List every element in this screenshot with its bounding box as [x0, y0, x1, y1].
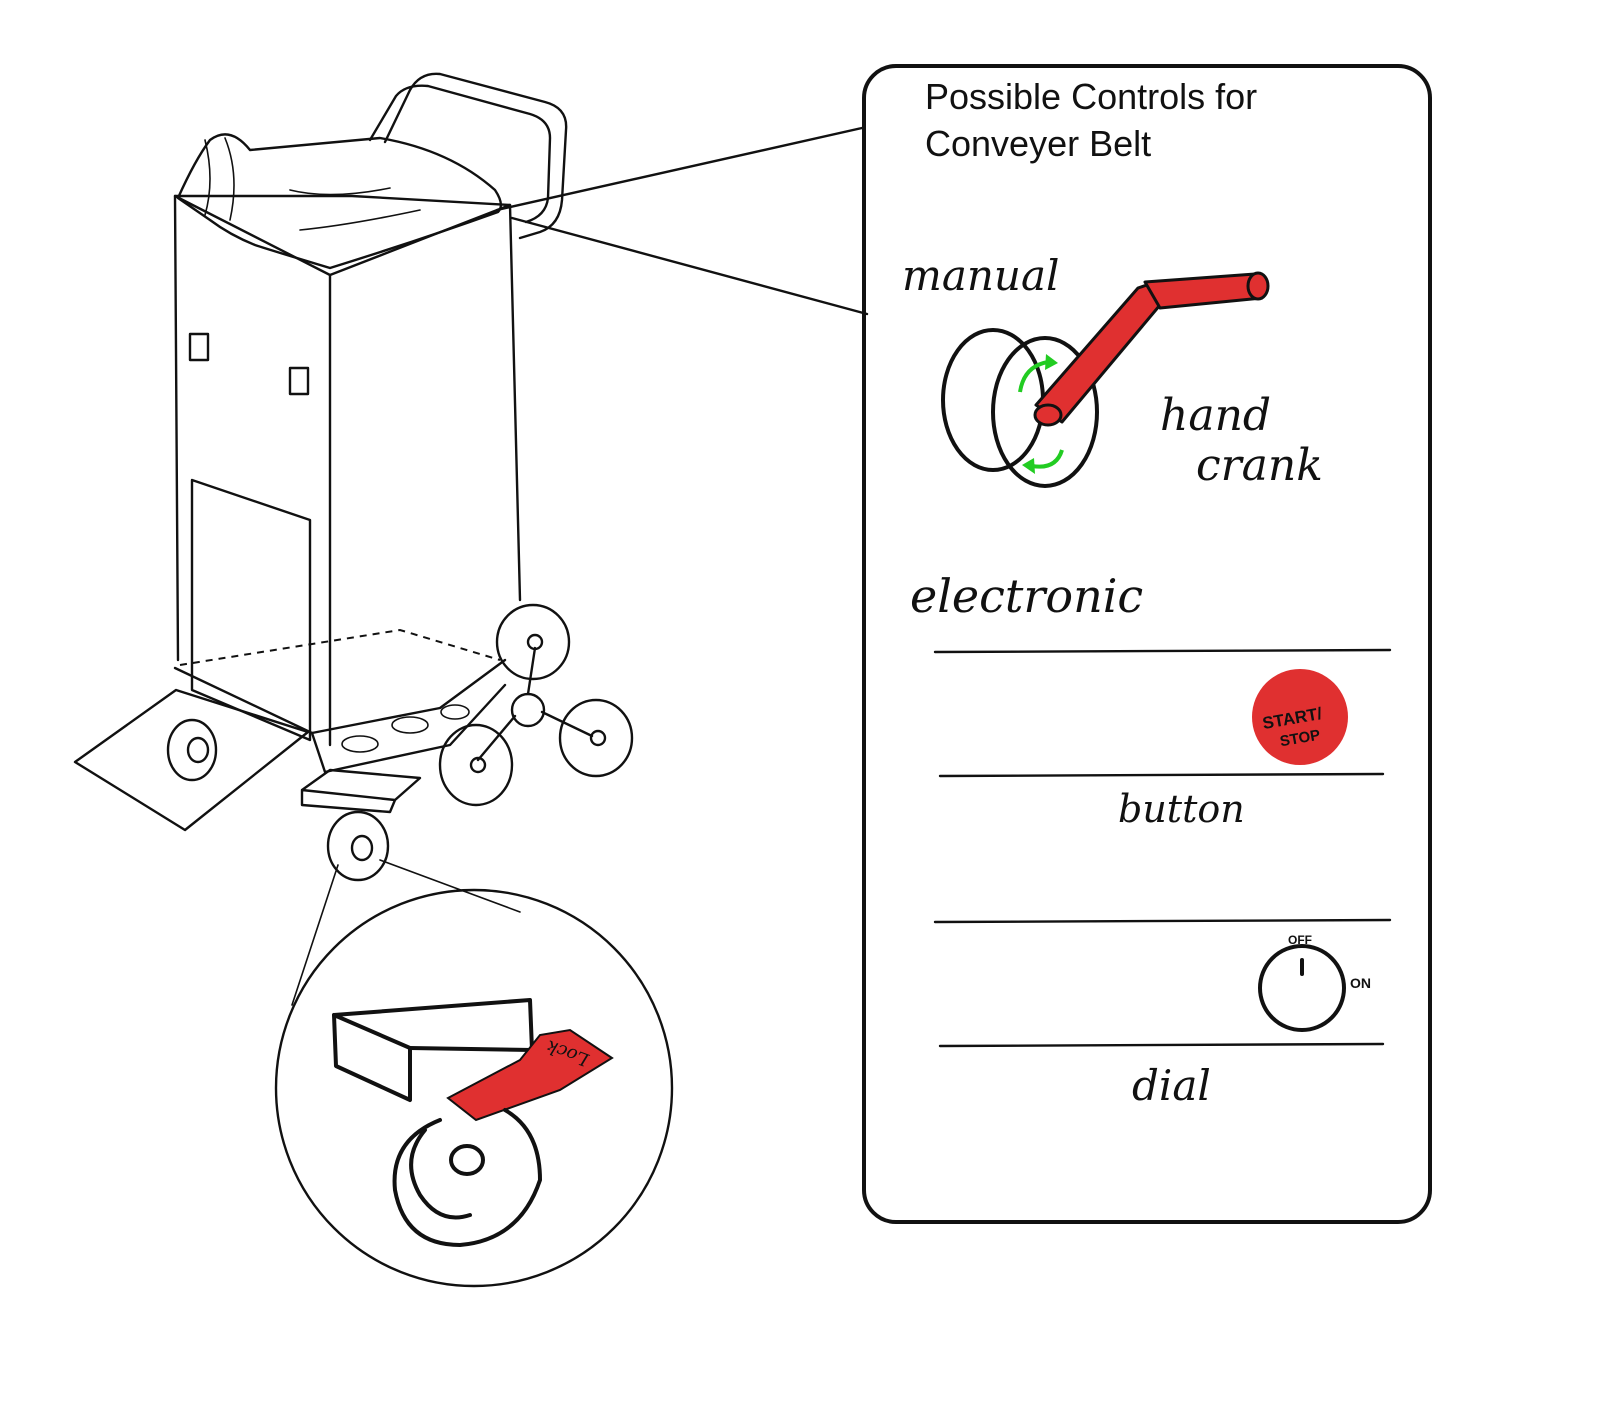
- electronic-heading: electronic: [910, 569, 1143, 623]
- dial-option: OFF ON dial: [933, 918, 1392, 1110]
- cart-illustration: [73, 72, 634, 882]
- lock-pedal: [446, 1028, 614, 1122]
- button-caption: button: [1118, 787, 1245, 831]
- panel-frame: [862, 64, 1432, 1224]
- dial-on-label: ON: [1350, 975, 1371, 991]
- start-stop-label-line2: STOP: [1279, 727, 1322, 751]
- crank-label-line1: hand: [1160, 390, 1271, 441]
- front-wheel: [166, 718, 218, 782]
- panel-connector: [495, 126, 869, 316]
- caster-lock-detail: Lock: [274, 888, 674, 1288]
- stair-climbing-wheels: [438, 603, 634, 807]
- panel-title-line2: Conveyer Belt: [925, 123, 1151, 164]
- off-on-dial: [1258, 944, 1346, 1032]
- crank-label-line2: crank: [1196, 440, 1323, 491]
- detail-connector: [291, 859, 521, 1006]
- rotate-arrow-icon: [1018, 360, 1049, 393]
- dial-off-label: OFF: [1288, 933, 1312, 947]
- rotate-arrow-icon: [1031, 449, 1064, 469]
- manual-heading: manual: [902, 251, 1059, 300]
- hand-crank: [941, 271, 1270, 488]
- cart-door: [190, 478, 312, 742]
- controls-panel: Possible Controls for Conveyer Belt manu…: [862, 64, 1432, 1224]
- dial-caption: dial: [1132, 1061, 1211, 1110]
- side-window: [288, 366, 310, 396]
- side-window: [188, 332, 210, 362]
- ramp: [73, 688, 310, 832]
- start-stop-button: [1252, 669, 1348, 765]
- locking-caster: [300, 768, 422, 882]
- cart-handle: [383, 72, 568, 240]
- button-option: START/ STOP button: [933, 648, 1392, 831]
- panel-title-line1: Possible Controls for: [925, 76, 1257, 117]
